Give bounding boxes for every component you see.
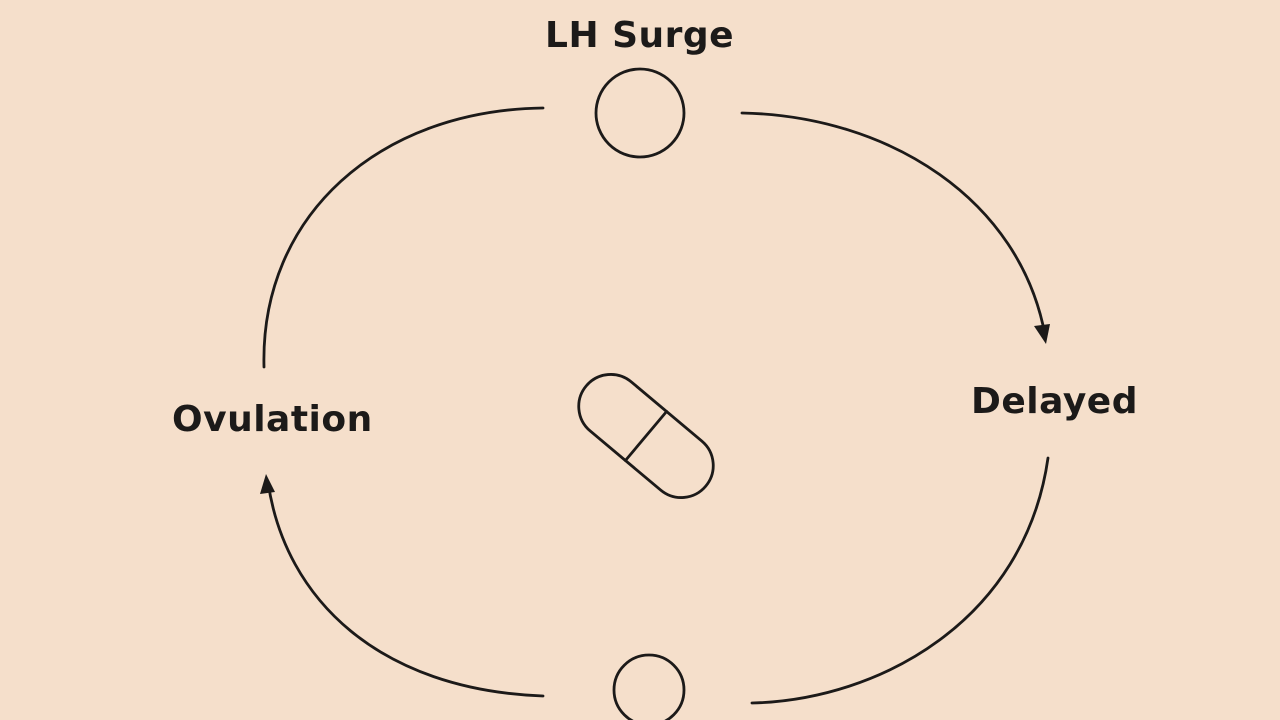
stage-label-delayed: Delayed <box>971 381 1138 422</box>
arc-right-bottom <box>750 456 1050 705</box>
pill-icon <box>577 373 715 499</box>
stage-label-ovulation: Ovulation <box>172 399 373 440</box>
arrowhead-to-ovulation <box>260 474 275 494</box>
arc-top-right <box>740 111 1047 337</box>
stage-label-lh-surge: LH Surge <box>545 15 735 56</box>
arc-left-top <box>262 106 545 369</box>
top-node-circle <box>594 67 686 159</box>
arc-bottom-left <box>266 480 545 698</box>
arrowhead-to-delayed <box>1034 324 1050 344</box>
bottom-node-circle <box>612 653 686 720</box>
